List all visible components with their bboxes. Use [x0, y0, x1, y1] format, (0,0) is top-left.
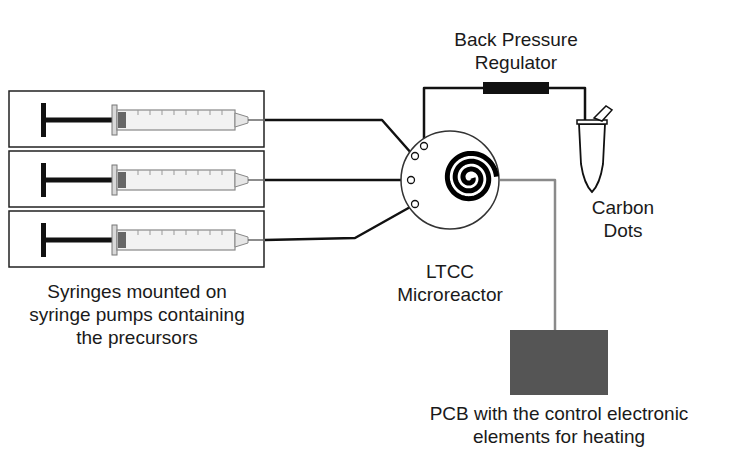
- fluid-port: [412, 153, 419, 160]
- collection-tube: Carbon Dots: [572, 112, 612, 194]
- fluid-tubing: [265, 206, 412, 240]
- fluid-port: [408, 177, 415, 184]
- tube-body: [579, 124, 605, 192]
- collection-tube-shape: [572, 112, 612, 194]
- node-label: Back Pressure Regulator: [431, 28, 601, 74]
- ltcc-microreactor: LTCC Microreactor: [400, 130, 500, 230]
- ltcc-microreactor-shape: [400, 130, 500, 230]
- fluid-tubing: [265, 120, 412, 154]
- pressure-regulator: Back Pressure Regulator: [483, 82, 549, 94]
- fluid-port: [421, 143, 428, 150]
- syringe-pump: [9, 91, 265, 147]
- syringe-pump: [9, 151, 265, 207]
- fluid-tubing: [549, 88, 585, 120]
- reactor-spiral: [447, 153, 496, 198]
- fluid-port: [412, 201, 419, 208]
- regulator-body: [483, 82, 549, 94]
- syringe-pump: [9, 211, 265, 267]
- control-pcb-shape: [510, 330, 608, 395]
- heater-cable: [500, 180, 555, 330]
- control-pcb: PCB with the control electronic elements…: [510, 330, 608, 395]
- node-label: Syringes mounted on syringe pumps contai…: [17, 280, 257, 349]
- fluid-tubing: [265, 179, 408, 182]
- node-label: PCB with the control electronic elements…: [404, 402, 714, 448]
- node-label: LTCC Microreactor: [385, 260, 515, 306]
- node-label: Carbon Dots: [583, 196, 663, 242]
- syringe-pump-group: Syringes mounted on syringe pumps contai…: [8, 90, 265, 268]
- tube-cap: [594, 106, 612, 121]
- pressure-regulator-shape: [483, 82, 549, 94]
- pcb-board: [510, 330, 608, 395]
- reactor-disc: [401, 131, 499, 229]
- syringe-pump-group-shape: [8, 90, 265, 268]
